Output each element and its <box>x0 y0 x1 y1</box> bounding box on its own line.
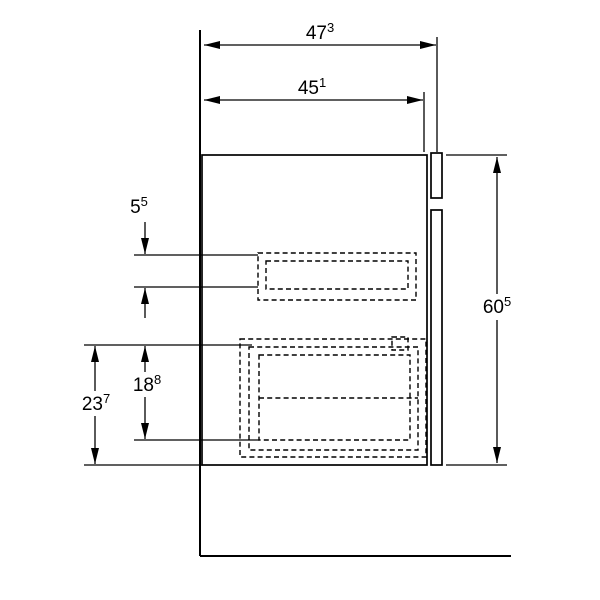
wall-and-floor <box>199 30 511 557</box>
arrowhead-up-icon <box>493 157 501 173</box>
front-panel-main-section <box>430 209 443 466</box>
dimension-label-carcass-depth: 451 <box>298 75 326 99</box>
dim-superscript: 5 <box>504 294 511 309</box>
dimension-carcass-depth: 451 <box>204 75 425 152</box>
dimension-label-top-drawer-offset: 55 <box>130 194 148 218</box>
arrowhead-up-icon <box>141 288 149 304</box>
arrowhead-left-icon <box>204 96 220 104</box>
lower-drawer-middle-box <box>248 346 419 451</box>
dim-value: 45 <box>298 78 319 99</box>
upper-drawer-outer-box <box>257 252 417 301</box>
dim-superscript: 5 <box>141 194 148 209</box>
dimension-label-front-drawer-height: 237 <box>82 391 110 415</box>
dimension-overall-height: 605 <box>446 154 523 466</box>
dim-value: 18 <box>133 375 154 396</box>
label-background <box>124 372 170 397</box>
dim-value: 60 <box>483 297 504 318</box>
arrowhead-right-icon <box>420 41 436 49</box>
cabinet-outline <box>201 152 443 466</box>
dimension-top-drawer-offset: 55 <box>130 194 258 318</box>
dim-superscript: 7 <box>103 391 110 406</box>
arrowhead-right-icon <box>407 96 423 104</box>
arrowhead-left-icon <box>204 41 220 49</box>
dimension-front-drawer-height: 237 <box>72 346 203 466</box>
arrowhead-down-icon <box>141 423 149 439</box>
lower-drawer-hidden-lines <box>239 336 427 458</box>
dimension-label-inner-drawer-height: 188 <box>133 372 161 396</box>
lower-drawer-bracket <box>391 336 409 351</box>
dim-value: 5 <box>130 197 141 218</box>
label-background <box>471 294 523 320</box>
arrowhead-up-icon <box>91 346 99 362</box>
dim-superscript: 8 <box>154 372 161 387</box>
label-background <box>72 391 120 416</box>
dimension-label-overall-height: 605 <box>483 294 511 318</box>
arrowhead-down-icon <box>91 448 99 464</box>
dimension-label-overall-depth: 473 <box>306 20 334 44</box>
arrowhead-down-icon <box>141 238 149 254</box>
upper-drawer-hidden-lines <box>257 252 417 301</box>
arrowhead-up-icon <box>141 346 149 362</box>
upper-drawer-inner-box <box>265 260 409 290</box>
cabinet-carcass <box>201 154 428 466</box>
lower-drawer-outer-box <box>239 338 427 458</box>
dimension-overall-depth: 473 <box>204 20 438 152</box>
dim-superscript: 3 <box>327 20 334 35</box>
dim-superscript: 1 <box>319 75 326 90</box>
arrowhead-down-icon <box>493 447 501 463</box>
dimension-inner-drawer-height: 188 <box>84 344 259 441</box>
front-panel-top-section <box>430 152 443 199</box>
dim-value: 47 <box>306 23 327 44</box>
dim-value: 23 <box>82 394 103 415</box>
